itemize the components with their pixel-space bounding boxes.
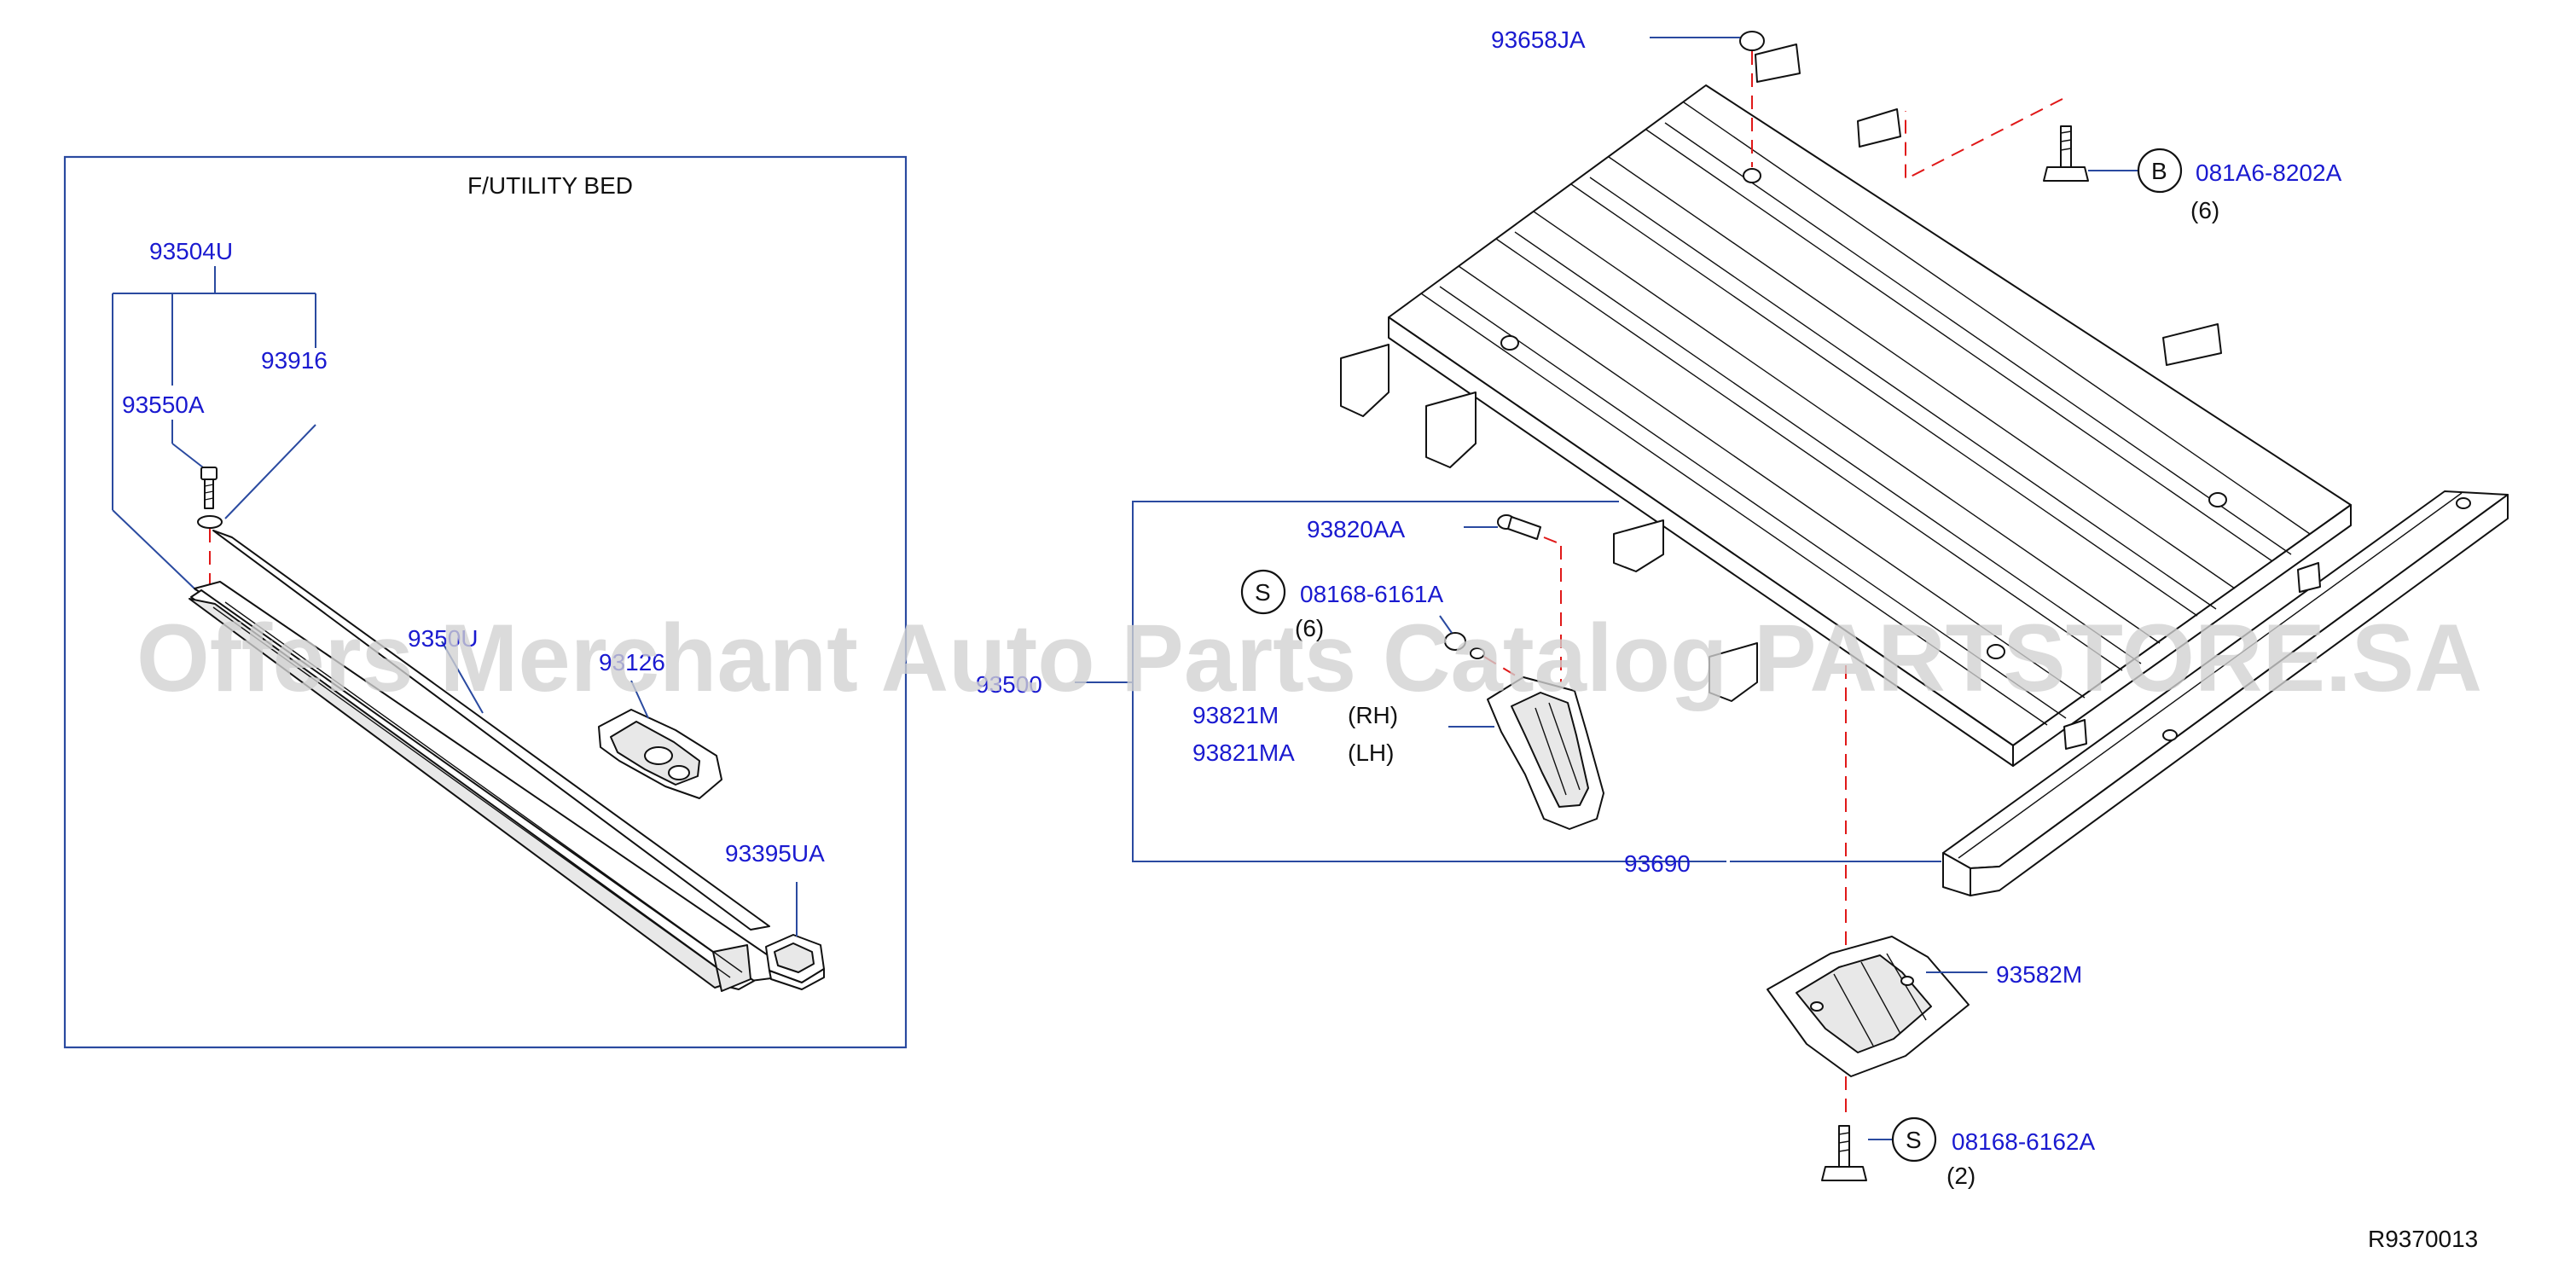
part-label-93504u[interactable]: 93504U bbox=[149, 238, 233, 264]
part-label-9350u[interactable]: 9350U bbox=[408, 625, 479, 652]
screw-icon bbox=[1497, 514, 1541, 540]
dashed-line-nut bbox=[1483, 656, 1528, 683]
screw-s-letter: S bbox=[1255, 579, 1271, 606]
screw-s-lower-letter: S bbox=[1906, 1127, 1922, 1153]
screw-s-lower-symbol bbox=[1891, 1116, 1937, 1163]
bolt-icon bbox=[200, 467, 218, 509]
part-label-9312g[interactable]: 93126 bbox=[599, 649, 665, 676]
part-qty-081a6-8202a: (6) bbox=[2190, 197, 2219, 223]
bed-clip-icon bbox=[598, 709, 722, 799]
group-title: F/UTILITY BED bbox=[467, 172, 633, 199]
part-label-93821ma[interactable]: 93821MA bbox=[1192, 739, 1295, 766]
part-label-93916[interactable]: 93916 bbox=[261, 347, 328, 374]
hex-bolt-lower-icon bbox=[1821, 1125, 1867, 1181]
dashed-line-screw bbox=[1543, 536, 1562, 545]
dashed-line-bolt-b bbox=[1905, 98, 2063, 181]
part-label-93582m[interactable]: 93582M bbox=[1996, 961, 2082, 988]
rail-cap-icon bbox=[765, 934, 825, 990]
small-nut-icon bbox=[1444, 632, 1485, 659]
part-label-93821m[interactable]: 93821M bbox=[1192, 702, 1279, 728]
floor-cross-members bbox=[1340, 43, 2222, 702]
part-label-93500[interactable]: 93500 bbox=[976, 671, 1042, 698]
part-label-081a6-8202a[interactable]: 081A6-8202A bbox=[2196, 159, 2342, 186]
bolt-b-letter: B bbox=[2151, 158, 2167, 184]
leader-93550a-tail bbox=[171, 443, 204, 468]
leader-9312g bbox=[630, 680, 649, 719]
part-label-93690[interactable]: 93690 bbox=[1624, 850, 1691, 877]
part-qty-08168-6161a: (6) bbox=[1295, 615, 1324, 641]
part-label-93820aa[interactable]: 93820AA bbox=[1307, 516, 1406, 542]
part-label-93395ua[interactable]: 93395UA bbox=[725, 840, 825, 867]
part-qty-08168-6162a: (2) bbox=[1947, 1163, 1976, 1189]
part-side-93821ma: (LH) bbox=[1348, 739, 1394, 766]
part-label-93658ja[interactable]: 93658JA bbox=[1491, 26, 1586, 53]
side-rail-channel bbox=[1942, 490, 2509, 896]
washer-icon bbox=[197, 515, 223, 529]
drawing-code: R9370013 bbox=[2368, 1226, 2478, 1252]
part-label-08168-6162a[interactable]: 08168-6162A bbox=[1952, 1128, 2095, 1155]
part-label-08168-6161a[interactable]: 08168-6161A bbox=[1300, 581, 1443, 607]
hex-bolt-icon bbox=[2043, 125, 2089, 182]
utility-bed-group-frame bbox=[63, 155, 908, 1049]
part-label-93550a[interactable]: 93550A bbox=[122, 391, 205, 418]
stake-bracket-icon bbox=[1487, 676, 1604, 830]
bed-floor-panel bbox=[1388, 84, 2352, 767]
plug-icon bbox=[1739, 31, 1765, 51]
part-side-93821m: (RH) bbox=[1348, 702, 1398, 728]
under-bracket-icon bbox=[1767, 936, 1970, 1077]
watermark-text: Offers Merchant Auto Parts Catalog PARTS… bbox=[136, 605, 2482, 711]
bolt-b-symbol bbox=[2137, 148, 2183, 194]
leader-9350u bbox=[441, 641, 484, 714]
leader-93504u bbox=[112, 266, 316, 591]
leader-08168-6161a bbox=[1439, 615, 1453, 634]
screw-s-symbol bbox=[1240, 569, 1286, 615]
leader-93916 bbox=[224, 424, 316, 519]
bed-rail-strip bbox=[189, 530, 779, 992]
